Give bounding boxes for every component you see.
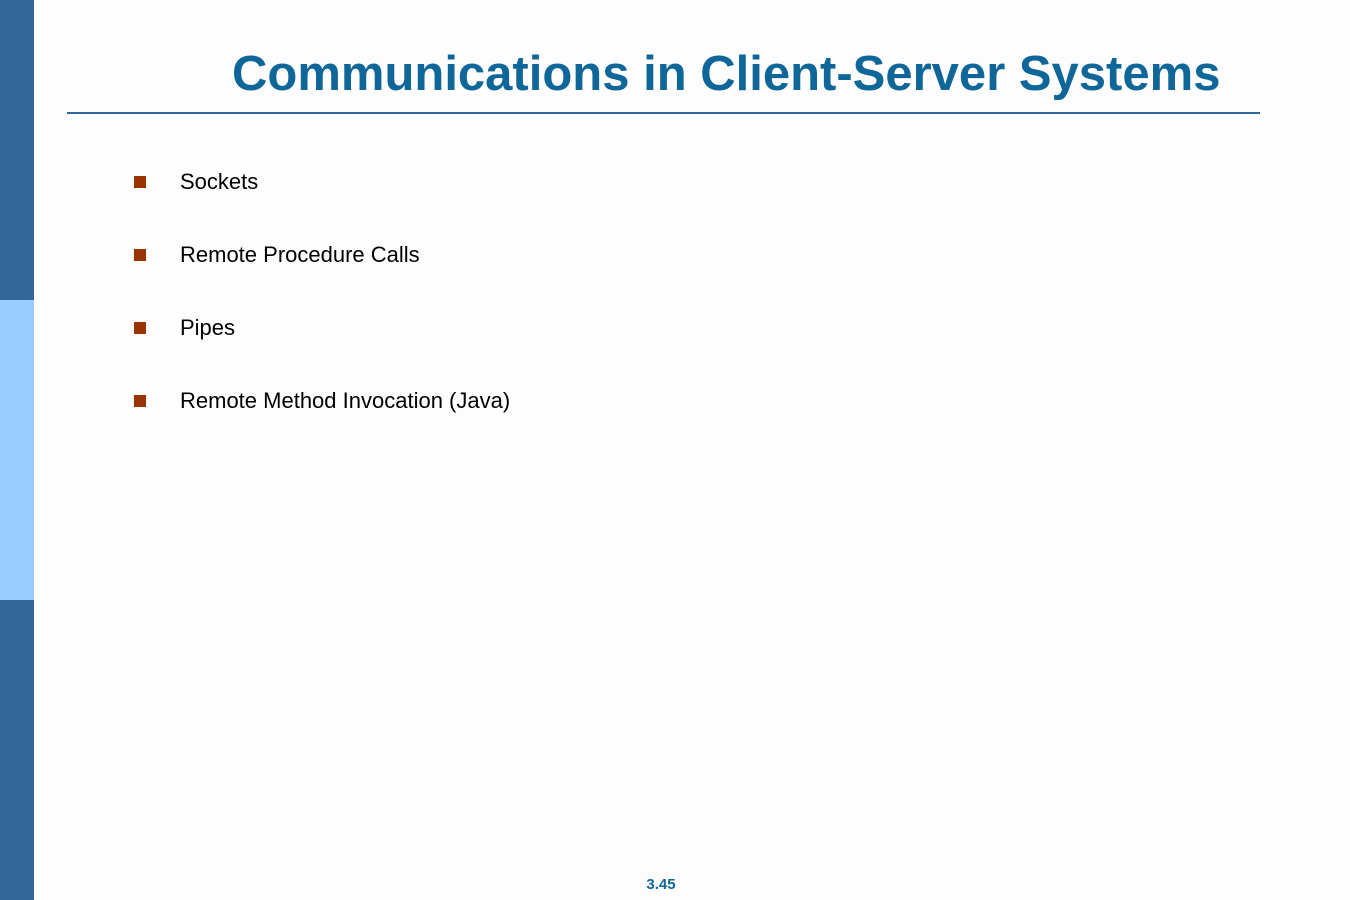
square-bullet-icon — [134, 249, 146, 261]
bullet-item: Sockets — [134, 167, 258, 197]
page-number: 3.45 — [646, 876, 676, 893]
bullet-text: Sockets — [180, 169, 259, 194]
title-divider — [67, 112, 1260, 114]
sidebar-middle-band — [0, 300, 34, 600]
square-bullet-icon — [134, 395, 146, 407]
sidebar-top-band — [0, 0, 34, 300]
bullet-text: Pipes — [180, 315, 236, 340]
square-bullet-icon — [134, 322, 146, 334]
sidebar-bottom-band — [0, 600, 34, 900]
bullet-text: Remote Method Invocation (Java) — [180, 388, 511, 413]
square-bullet-icon — [134, 176, 146, 188]
bullet-item: Remote Procedure Calls — [134, 240, 420, 270]
slide-title: Communications in Client-Server Systems — [232, 47, 1221, 101]
bullet-item: Pipes — [134, 313, 235, 343]
bullet-text: Remote Procedure Calls — [180, 242, 420, 267]
bullet-item: Remote Method Invocation (Java) — [134, 386, 510, 416]
